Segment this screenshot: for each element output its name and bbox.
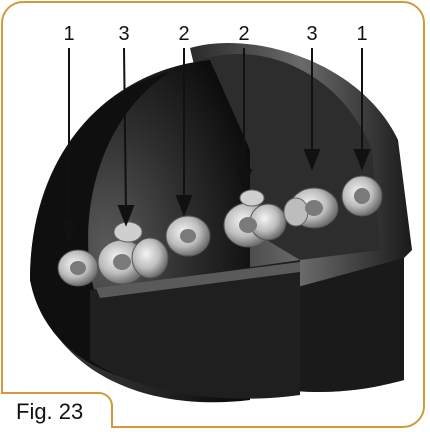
- callout-label-bearing-2-left: 2: [178, 24, 189, 44]
- callout-label-bearing-1-left: 1: [63, 24, 74, 44]
- figure-caption: Fig. 23: [12, 399, 89, 425]
- callout-label-bearing-3-right: 3: [306, 24, 317, 44]
- callout-label-bearing-2-right: 2: [238, 24, 249, 44]
- callout-label-bearing-1-right: 1: [356, 24, 367, 44]
- callout-label-bearing-3-left: 3: [118, 24, 129, 44]
